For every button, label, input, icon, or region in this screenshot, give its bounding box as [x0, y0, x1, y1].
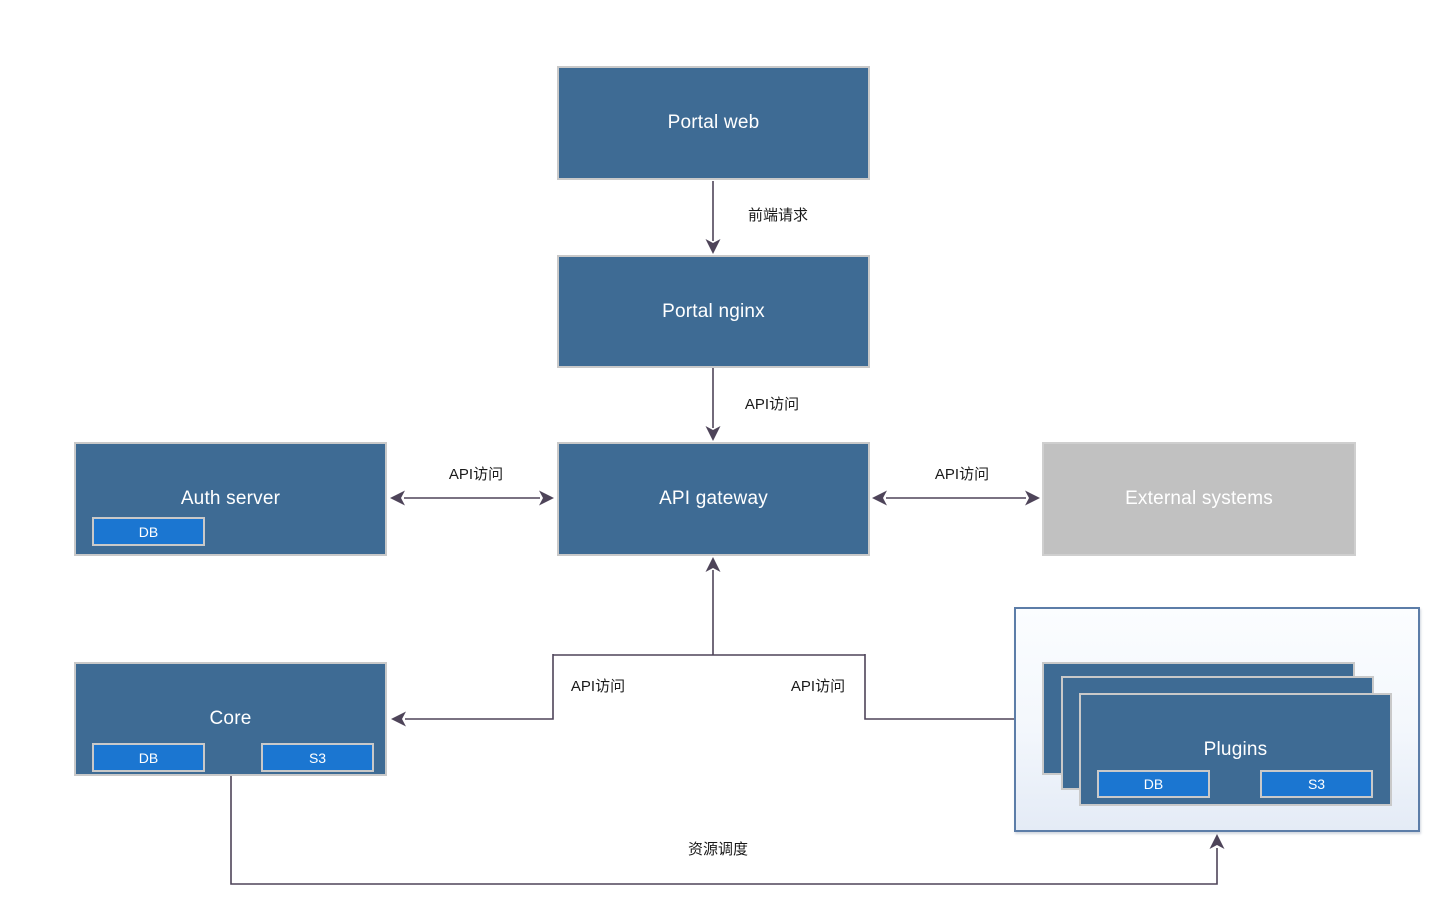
arrow-junction-to-gateway [553, 557, 865, 656]
node-api-gateway-label: API gateway [659, 488, 768, 509]
edge-label-api-gateway-core: API访问 [567, 678, 629, 696]
node-plugins-label: Plugins [1203, 738, 1268, 760]
arrow-nginx-to-gateway [705, 368, 721, 441]
node-auth-server: Auth server DB [74, 442, 387, 556]
node-core-label: Core [209, 708, 252, 729]
edge-label-api-auth-gateway: API访问 [445, 466, 507, 484]
node-portal-web-label: Portal web [667, 112, 760, 133]
subnode-plugins-s3: S3 [1260, 770, 1373, 798]
arrow-gateway-external-bidirectional [872, 490, 1040, 506]
node-external-systems-label: External systems [1125, 488, 1273, 509]
edge-label-api-gateway-plugins: API访问 [787, 678, 849, 696]
node-core: Core DB S3 [74, 662, 387, 776]
node-auth-server-label: Auth server [180, 488, 281, 509]
subnode-plugins-db: DB [1097, 770, 1210, 798]
arrow-junction-to-core [391, 654, 554, 727]
edge-label-api-gateway-external: API访问 [931, 466, 993, 484]
node-api-gateway: API gateway [557, 442, 870, 556]
node-external-systems: External systems [1042, 442, 1356, 556]
node-portal-nginx: Portal nginx [557, 255, 870, 368]
edge-label-frontend-request: 前端请求 [744, 207, 812, 225]
edge-label-resource-scheduling: 资源调度 [684, 841, 752, 859]
subnode-auth-db: DB [92, 517, 205, 546]
arrow-web-to-nginx [705, 181, 721, 254]
node-portal-web: Portal web [557, 66, 870, 180]
arrow-auth-gateway-bidirectional [390, 490, 554, 506]
subnode-core-s3: S3 [261, 743, 374, 772]
edge-label-api-nginx-gateway: API访问 [741, 396, 803, 414]
node-portal-nginx-label: Portal nginx [662, 300, 765, 322]
node-plugins: Plugins DB S3 [1079, 693, 1392, 806]
subnode-core-db: DB [92, 743, 205, 772]
